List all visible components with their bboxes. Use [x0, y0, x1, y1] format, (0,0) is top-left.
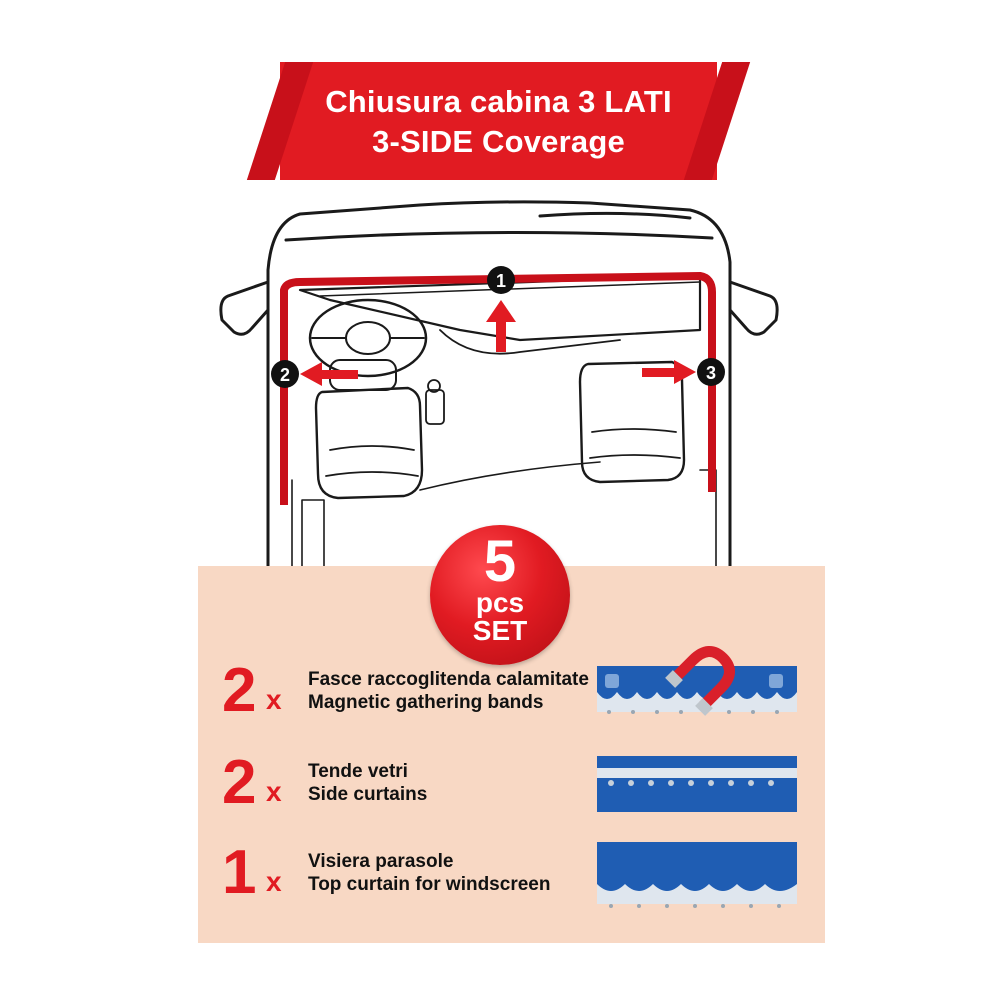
- side-curtain-icon: [597, 756, 797, 812]
- item-quantity: 1: [222, 838, 257, 907]
- marker-3-label: 3: [706, 363, 716, 383]
- banner-title-line1: Chiusura cabina 3 LATI: [325, 84, 672, 119]
- marker-2: 2: [271, 360, 299, 388]
- item-label-it: Fasce raccoglitenda calamitate: [308, 669, 589, 690]
- item-label: Fasce raccoglitenda calamitate Magnetic …: [308, 668, 589, 714]
- item-multiplier: x: [266, 776, 282, 807]
- item-label: Tende vetri Side curtains: [308, 760, 427, 806]
- marker-1: 1: [487, 266, 515, 294]
- top-curtain-icon: [597, 842, 797, 908]
- badge-set: SET: [472, 615, 528, 646]
- item-label-en: Top curtain for windscreen: [308, 874, 551, 895]
- set-badge: 5 pcs SET: [430, 525, 570, 665]
- badge-unit: pcs: [475, 587, 525, 618]
- list-item-side-curtains: 2 x Tende vetri Side curtains: [222, 748, 602, 818]
- item-label-en: Side curtains: [308, 784, 428, 805]
- list-item-top-curtain: 1 x Visiera parasole Top curtain for win…: [222, 838, 602, 908]
- badge-number: 5: [483, 529, 517, 594]
- item-label-it: Tende vetri: [308, 761, 408, 782]
- marker-3: 3: [697, 358, 725, 386]
- item-multiplier: x: [266, 684, 282, 715]
- item-label-en: Magnetic gathering bands: [308, 692, 544, 713]
- marker-1-label: 1: [496, 271, 506, 291]
- list-item-magnetic-bands: 2 x Fasce raccoglitenda calamitate Magne…: [222, 656, 602, 726]
- item-quantity: 2: [222, 656, 257, 725]
- item-label: Visiera parasole Top curtain for windscr…: [308, 850, 550, 896]
- marker-2-label: 2: [280, 365, 290, 385]
- title-banner: Chiusura cabina 3 LATI 3-SIDE Coverage: [246, 62, 751, 180]
- banner-title-line2: 3-SIDE Coverage: [372, 124, 625, 159]
- item-quantity: 2: [222, 748, 257, 817]
- item-label-it: Visiera parasole: [308, 851, 454, 872]
- banner-title: Chiusura cabina 3 LATI 3-SIDE Coverage: [280, 82, 717, 162]
- magnet-band-icon: [597, 646, 797, 716]
- item-multiplier: x: [266, 866, 282, 897]
